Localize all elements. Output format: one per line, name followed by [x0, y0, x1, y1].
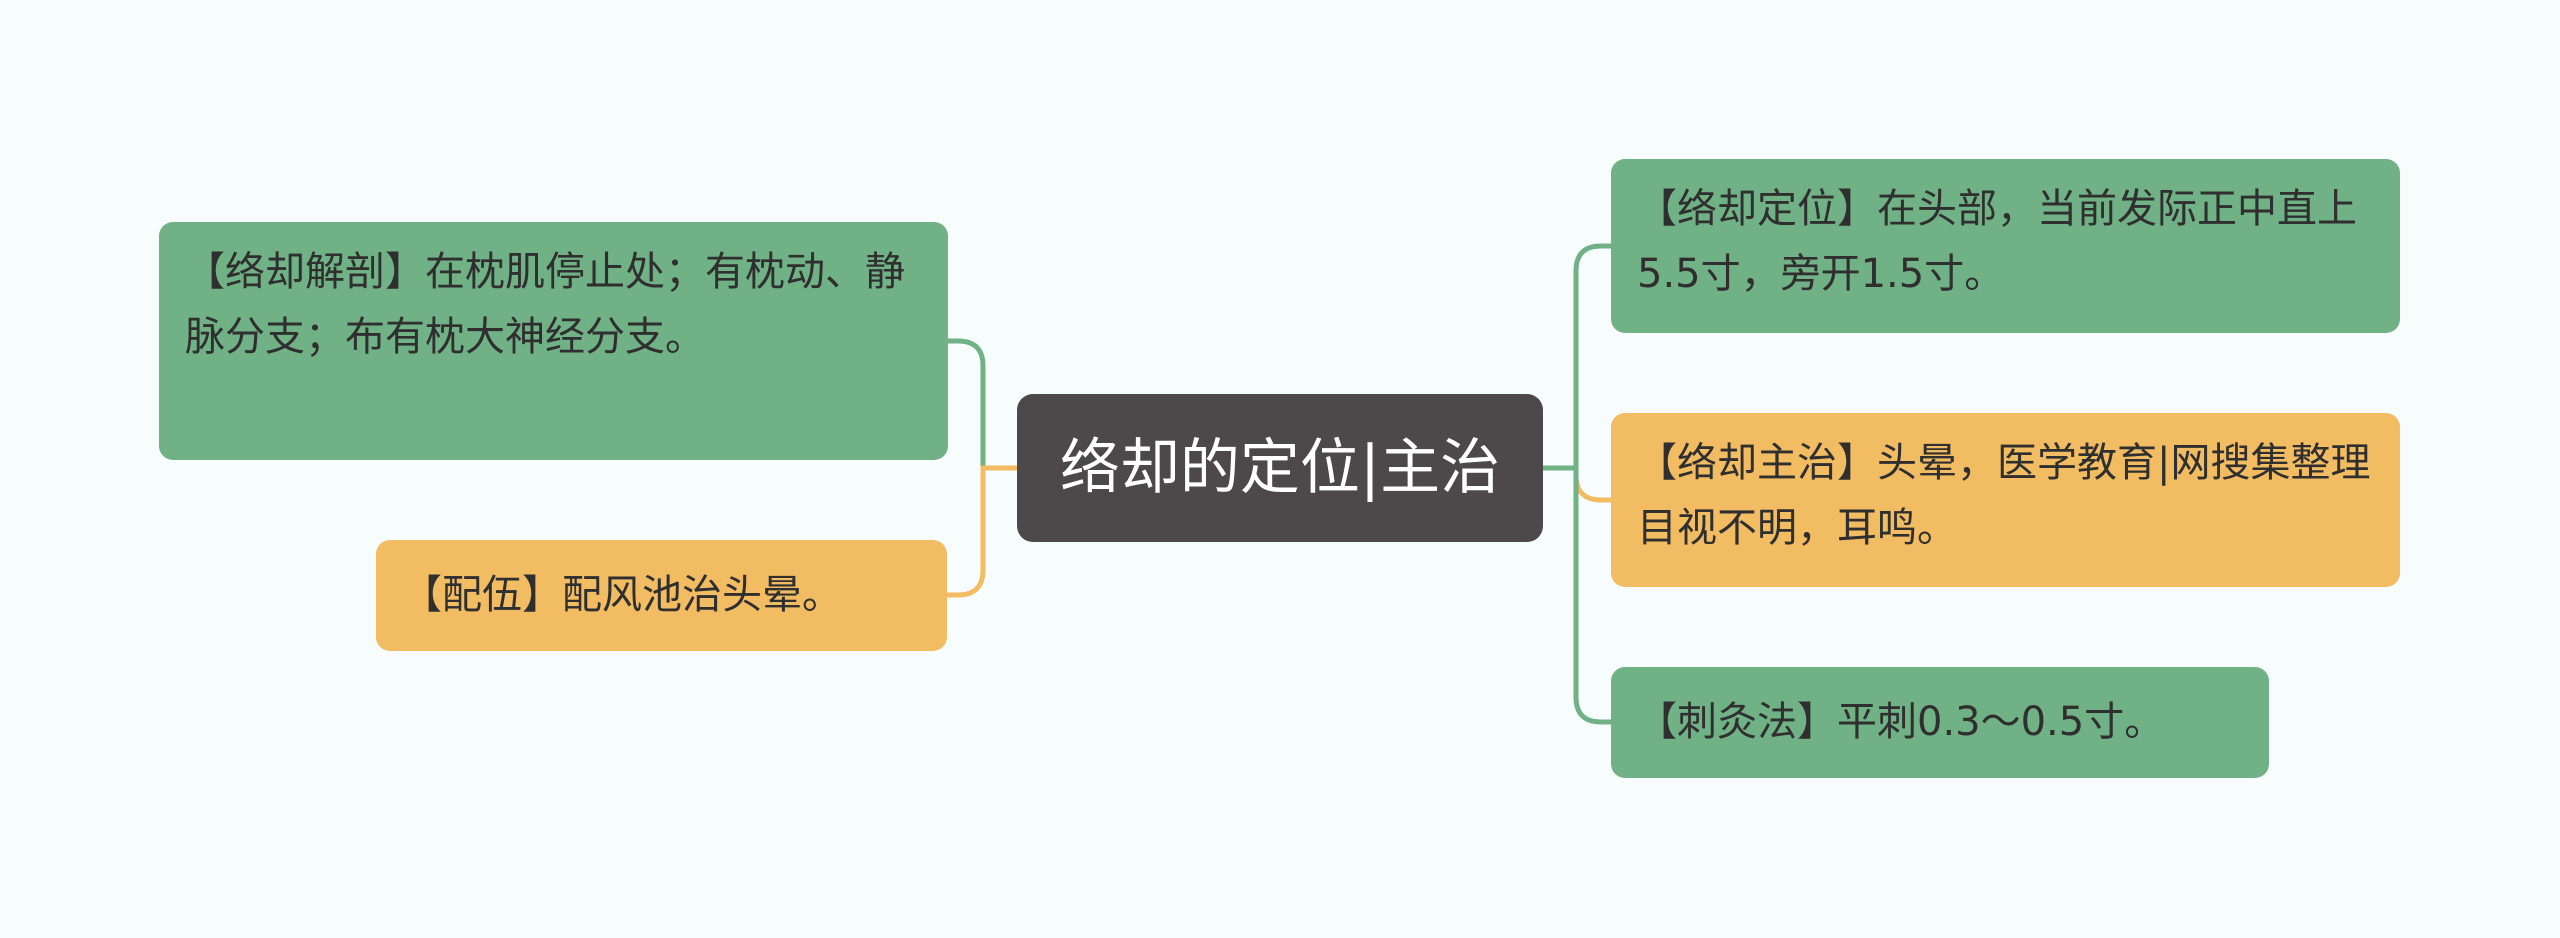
connector-left-anatomy — [948, 338, 1017, 471]
node-location[interactable]: 【络却定位】在头部，当前发际正中直上5.5寸，旁开1.5寸。 — [1611, 159, 2400, 333]
connector-left-pairing — [947, 465, 1017, 598]
node-pairing[interactable]: 【配伍】配风池治头晕。 — [376, 540, 947, 651]
connector-right-acupuncture — [1573, 468, 1611, 725]
node-anatomy[interactable]: 【络却解剖】在枕肌停止处；有枕动、静脉分支；布有枕大神经分支。 — [159, 222, 948, 460]
connector-right-indication — [1573, 468, 1611, 503]
node-acupuncture[interactable]: 【刺灸法】平刺0.3～0.5寸。 — [1611, 667, 2269, 778]
central-topic[interactable]: 络却的定位|主治 — [1017, 394, 1543, 542]
node-indication[interactable]: 【络却主治】头晕，医学教育|网搜集整理目视不明，耳鸣。 — [1611, 413, 2400, 587]
connector-right-location — [1543, 243, 1611, 471]
